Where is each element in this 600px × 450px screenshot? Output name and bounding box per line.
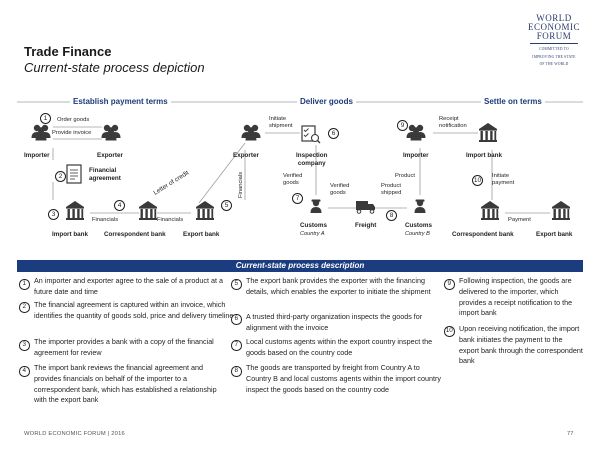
step-description: The export bank provides the exporter wi…: [246, 276, 431, 296]
product-label: Product: [395, 173, 415, 179]
logo-name-line: WORLD: [536, 13, 572, 23]
step-number-badge: 8: [231, 366, 242, 377]
step-description: The importer provides a bank with a copy…: [34, 337, 214, 357]
financials-vertical-label: Financials: [238, 172, 244, 198]
logo-tagline: IMPROVING THE STATE: [532, 54, 576, 59]
step-number-badge: 2: [55, 171, 66, 182]
step-description: Upon receiving notification, the import …: [459, 324, 583, 366]
provide-invoice-label: Provide invoice: [52, 130, 92, 136]
exporter-people-icon: [102, 125, 121, 141]
phase-establish-payment-terms: Establish payment terms: [70, 97, 171, 106]
logo-tagline: COMMITTED TO: [539, 47, 569, 51]
export-bank-icon: [552, 201, 570, 220]
customs-label: Customs: [300, 222, 327, 229]
order-goods-label: Order goods: [57, 117, 90, 123]
importer-label: Importer: [403, 152, 429, 159]
importer-label: Importer: [24, 152, 50, 159]
receipt-notification-label: Receipt notification: [439, 116, 467, 129]
step-description: Local customs agents within the export c…: [246, 337, 433, 357]
page-title: Trade Finance: [24, 44, 112, 59]
step-number-badge: 3: [48, 209, 59, 220]
import-bank-icon: [479, 123, 497, 142]
description-header: Current-state process description: [17, 260, 583, 272]
step-description: The import bank reviews the financial ag…: [34, 363, 217, 405]
letter-of-credit-label: Letter of credit: [152, 169, 190, 196]
exporter-label: Exporter: [97, 152, 123, 159]
step-number-badge: 6: [328, 128, 339, 139]
logo-name-line: ECONOMIC: [527, 22, 580, 32]
step-number-badge: 10: [472, 175, 483, 186]
financials-label: Financials: [92, 217, 119, 223]
step-number-badge: 6: [231, 314, 242, 325]
step-description: A trusted third-party organization inspe…: [246, 312, 423, 332]
financials-label: Financials: [157, 217, 184, 223]
verified-goods-label: Verified goods: [330, 183, 350, 196]
logo-name-line: FORUM: [536, 31, 572, 41]
step-description: The financial agreement is captured with…: [34, 300, 234, 320]
freight-truck-icon: [356, 201, 375, 214]
import-bank-label: Import bank: [52, 231, 89, 238]
initiate-payment-label: Initiate payment: [492, 173, 515, 186]
import-bank-icon: [66, 201, 84, 220]
customs-label: Customs: [405, 222, 432, 229]
step-description: The goods are transported by freight fro…: [246, 363, 441, 394]
footer-text: WORLD ECONOMIC FORUM | 2016: [24, 431, 125, 437]
product-shipped-label: Product shipped: [381, 183, 402, 196]
step-number-badge: 1: [19, 279, 30, 290]
country-a-label: Country A: [300, 231, 325, 237]
payment-label: Payment: [508, 217, 531, 223]
step-number-badge: 2: [19, 302, 30, 313]
step-number-badge: 4: [19, 366, 30, 377]
document-icon: [66, 164, 82, 184]
step-number-badge: 7: [231, 340, 242, 351]
step-number-badge: 4: [114, 200, 125, 211]
step-number-badge: 9: [397, 120, 408, 131]
step-description: An importer and exporter agree to the sa…: [34, 276, 223, 296]
phase-deliver-goods: Deliver goods: [297, 97, 356, 106]
country-b-label: Country B: [405, 231, 430, 237]
step-number-badge: 10: [444, 326, 455, 337]
step-number-badge: 5: [221, 200, 232, 211]
step-number-badge: 5: [231, 279, 242, 290]
customs-hat-icon: [415, 199, 425, 202]
step-number-badge: 8: [386, 210, 397, 221]
correspondent-bank-label: Correspondent bank: [452, 231, 514, 238]
customs-officer-icon: [310, 199, 322, 213]
inspection-company-label: Inspection company: [296, 152, 328, 167]
correspondent-bank-icon: [481, 201, 499, 220]
freight-label: Freight: [355, 222, 377, 229]
step-number-badge: 3: [19, 340, 30, 351]
importer-people-icon: [407, 125, 426, 141]
wef-logo: WORLD ECONOMIC FORUM COMMITTED TO IMPROV…: [524, 14, 584, 67]
step-number-badge: 1: [40, 113, 51, 124]
process-diagram: Letter of credit Financials: [17, 101, 583, 220]
logo-rule: [530, 43, 578, 44]
exporter-people-icon: [242, 125, 261, 141]
page-number: 77: [567, 431, 574, 437]
logo-tagline: OF THE WORLD: [539, 62, 569, 66]
customs-officer-icon: [414, 199, 426, 213]
correspondent-bank-label: Correspondent bank: [104, 231, 166, 238]
page-subtitle: Current-state process depiction: [24, 60, 205, 75]
export-bank-icon: [196, 201, 214, 220]
initiate-shipment-label: Initiate shipment: [269, 116, 293, 129]
financial-agreement-label: Financial agreement: [89, 167, 121, 182]
verified-goods-label: Verified goods: [283, 173, 303, 186]
correspondent-bank-icon: [139, 201, 157, 220]
phase-settle-on-terms: Settle on terms: [481, 97, 545, 106]
import-bank-label: Import bank: [466, 152, 503, 159]
step-number-badge: 9: [444, 279, 455, 290]
step-description: Following inspection, the goods are deli…: [459, 276, 573, 318]
inspection-checklist-icon: [301, 125, 321, 144]
export-bank-label: Export bank: [536, 231, 573, 238]
customs-hat-icon: [311, 199, 321, 202]
export-bank-label: Export bank: [183, 231, 220, 238]
exporter-label: Exporter: [233, 152, 259, 159]
importer-people-icon: [32, 125, 51, 141]
step-number-badge: 7: [292, 193, 303, 204]
